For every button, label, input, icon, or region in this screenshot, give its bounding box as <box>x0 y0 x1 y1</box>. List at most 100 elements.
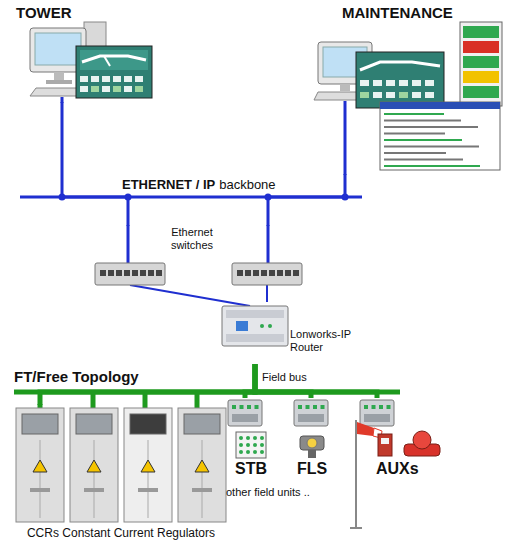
lonworks-router <box>222 306 288 346</box>
field-module <box>364 414 390 422</box>
windsock <box>355 420 357 528</box>
bus-name: FT/Free Topology <box>14 368 139 385</box>
maintenance-screens <box>463 71 499 83</box>
field-unit: AUXs <box>344 398 450 530</box>
sign-board <box>381 438 389 444</box>
tower-screen <box>113 76 121 82</box>
maintenance-screens <box>373 92 382 98</box>
ethernet-switch <box>232 263 302 285</box>
maintenance-screens <box>384 113 444 115</box>
field-module <box>387 405 391 409</box>
maintenance-screens <box>384 146 479 148</box>
stb-panel <box>260 443 264 447</box>
node-label: TOWER <box>16 4 106 21</box>
ethernet-switch <box>293 270 299 276</box>
fls-lamp <box>300 436 324 458</box>
ccr-cabinet <box>202 440 203 518</box>
maintenance-screens <box>463 26 499 38</box>
stb-panel <box>260 436 264 440</box>
node-label: Lonworks-IP Router <box>290 328 356 353</box>
obstruction-light <box>404 431 440 456</box>
maintenance-screens <box>360 80 434 98</box>
maintenance-screens <box>463 56 499 68</box>
tower-screen <box>80 76 88 82</box>
maintenance-screens <box>425 92 434 98</box>
ccr-cabinet <box>33 460 47 472</box>
stb-panel <box>246 436 250 440</box>
ethernet-switch <box>261 270 267 276</box>
ccr-cabinet <box>178 408 226 522</box>
maintenance-screens <box>356 22 502 170</box>
field-module <box>228 400 262 426</box>
bus-name: ETHERNET / IP <box>122 178 215 193</box>
ccr-cabinet <box>94 440 95 518</box>
field-module <box>232 405 236 409</box>
ccr-cabinet <box>138 488 158 492</box>
maintenance-screens <box>386 92 395 98</box>
maintenance-screens <box>380 102 500 170</box>
node-label: AUXs <box>376 460 446 478</box>
tower-screen <box>80 86 88 92</box>
tower-screen <box>80 76 143 92</box>
ethernet-switch <box>100 270 106 276</box>
caption-note: other field units .. <box>226 486 310 499</box>
maintenance-screens <box>384 139 462 141</box>
ethernet-backbone <box>130 285 250 306</box>
tower-computer <box>54 72 64 80</box>
maintenance-screens <box>380 102 500 109</box>
maintenance-screens <box>384 120 461 122</box>
ethernet-switch <box>116 270 122 276</box>
maintenance-screens <box>399 80 408 86</box>
ccr-cabinet <box>130 414 166 434</box>
stb-panel <box>239 443 243 447</box>
field-module <box>228 400 394 426</box>
ethernet-switch <box>253 270 259 276</box>
stb-panel <box>239 450 243 454</box>
field-bus <box>195 392 200 409</box>
ethernet-switch <box>132 270 138 276</box>
ethernet-switch <box>277 270 283 276</box>
lonworks-router <box>226 310 284 318</box>
maintenance-screens <box>373 80 382 86</box>
node-label: STB <box>222 460 280 478</box>
field-bus <box>143 392 148 409</box>
ethernet-switch <box>95 263 302 285</box>
stb-panel <box>239 436 264 454</box>
lonworks-router <box>268 324 272 328</box>
ccr-group: CCRs Constant Current Regulators <box>10 405 234 545</box>
field-module <box>321 405 325 409</box>
windsock <box>357 422 374 436</box>
tower-screen <box>104 56 110 66</box>
field-bus <box>14 392 400 409</box>
maintenance-screens <box>384 133 445 135</box>
stb-panel <box>253 436 257 440</box>
maintenance-screens <box>386 80 395 86</box>
ccr-cabinet <box>22 414 58 434</box>
ccr-cabinet <box>16 408 226 522</box>
stb-panel <box>246 443 250 447</box>
tower-screen <box>102 86 110 92</box>
maintenance-screens <box>425 80 434 86</box>
network-link <box>268 174 345 226</box>
maintenance-screens <box>463 86 499 98</box>
ethernet-switch <box>245 270 251 276</box>
field-module <box>372 405 376 409</box>
ccr-cabinet <box>195 460 209 472</box>
ccr-cabinet <box>84 488 104 492</box>
field-module <box>294 400 328 426</box>
maintenance-screens <box>360 62 440 70</box>
ethernet-switch <box>148 270 154 276</box>
ccr-cabinet <box>30 488 50 492</box>
field-module <box>360 400 394 426</box>
maintenance-screens <box>384 152 446 154</box>
tower-screen <box>102 76 110 82</box>
stb-panel <box>253 443 257 447</box>
lonworks-router <box>226 334 284 342</box>
tower-screen <box>124 76 132 82</box>
node-label: FLS <box>284 460 340 478</box>
ccr-cabinet <box>184 414 220 434</box>
network-link <box>62 102 128 226</box>
tower-screen <box>91 76 99 82</box>
stb-panel <box>260 450 264 454</box>
ccr-cabinet <box>76 414 112 434</box>
